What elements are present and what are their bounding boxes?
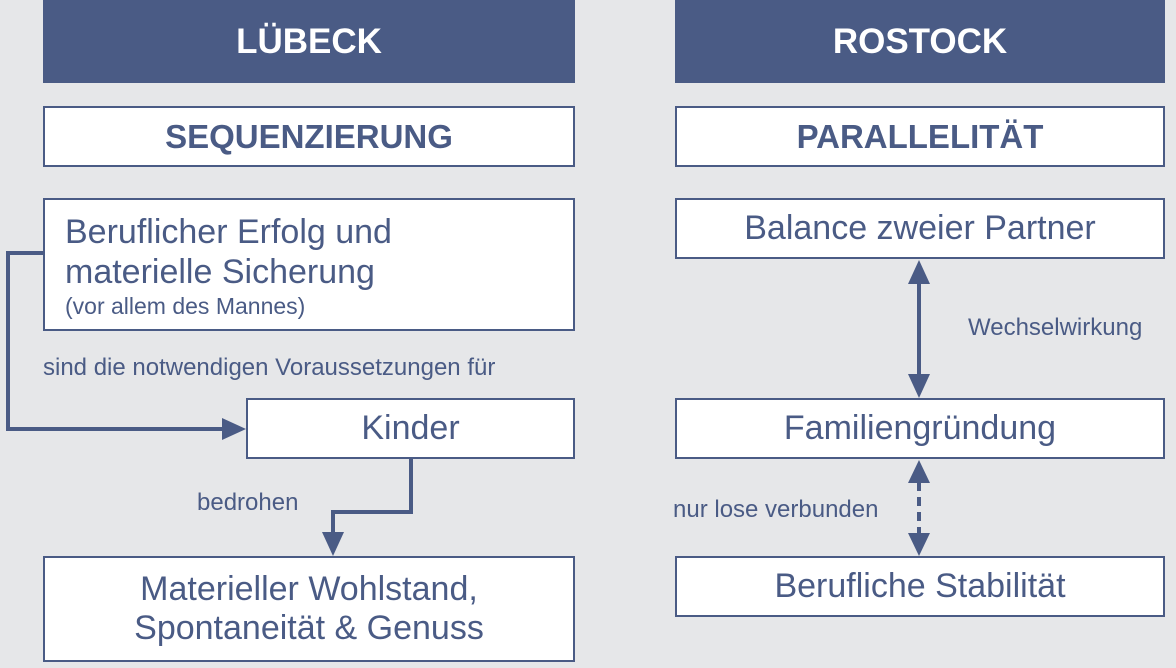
balance-box: Balance zweier Partner bbox=[675, 198, 1165, 259]
wechselwirkung-arrowhead-up bbox=[908, 260, 930, 284]
beruflicher-erfolg-note: (vor allem des Mannes) bbox=[65, 293, 306, 319]
rostock-header: ROSTOCK bbox=[675, 0, 1165, 83]
familiengruendung-label: Familiengründung bbox=[783, 409, 1057, 447]
kinder-box: Kinder bbox=[246, 398, 575, 459]
rostock-header-text: ROSTOCK bbox=[832, 21, 1008, 61]
voraussetzungen-label: sind die notwendigen Voraussetzungen für bbox=[43, 354, 496, 381]
voraussetzung-arrow-line bbox=[6, 251, 226, 431]
berufliche-stabilitaet-label: Berufliche Stabilität bbox=[774, 567, 1066, 605]
materieller-wohlstand-line2: Spontaneität & Genuss bbox=[134, 609, 484, 647]
bedrohen-arrow-line bbox=[331, 459, 413, 536]
beruflicher-erfolg-line1: Beruflicher Erfolg und bbox=[65, 213, 392, 251]
wechselwirkung-arrowhead-down bbox=[908, 374, 930, 398]
kinder-label: Kinder bbox=[361, 409, 460, 447]
luebeck-header: LÜBECK bbox=[43, 0, 575, 83]
beruflicher-erfolg-line2: materielle Sicherung bbox=[65, 253, 375, 291]
beruflicher-erfolg-box: Beruflicher Erfolg und materielle Sicher… bbox=[43, 198, 575, 331]
parallelitaet-box: PARALLELITÄT bbox=[675, 106, 1165, 167]
bedrohen-label: bedrohen bbox=[197, 489, 299, 516]
sequenzierung-label: SEQUENZIERUNG bbox=[165, 117, 453, 155]
balance-label: Balance zweier Partner bbox=[744, 209, 1096, 247]
materieller-wohlstand-box: Materieller Wohlstand, Spontaneität & Ge… bbox=[43, 556, 575, 662]
familiengruendung-box: Familiengründung bbox=[675, 398, 1165, 459]
nur-lose-verbunden-label: nur lose verbunden bbox=[673, 496, 879, 523]
lose-verbunden-arrowhead-up bbox=[908, 460, 930, 483]
materieller-wohlstand-line1: Materieller Wohlstand, bbox=[140, 570, 478, 608]
bedrohen-arrowhead bbox=[322, 532, 344, 556]
lose-verbunden-arrowhead-down bbox=[908, 533, 930, 556]
voraussetzung-arrowhead bbox=[222, 418, 246, 440]
berufliche-stabilitaet-box: Berufliche Stabilität bbox=[675, 556, 1165, 617]
wechselwirkung-label: Wechselwirkung bbox=[968, 314, 1143, 341]
parallelitaet-label: PARALLELITÄT bbox=[796, 117, 1044, 155]
luebeck-header-text: LÜBECK bbox=[236, 21, 382, 61]
sequenzierung-box: SEQUENZIERUNG bbox=[43, 106, 575, 167]
